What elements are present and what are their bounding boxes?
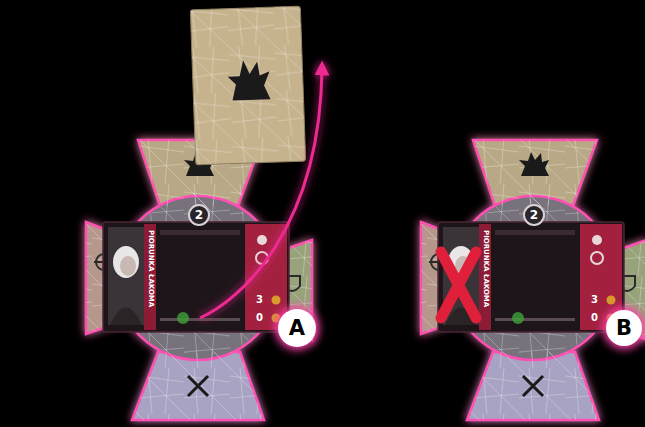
card-title: PIORUNKA ŁAKOMA bbox=[482, 230, 489, 307]
tile-a bbox=[86, 140, 312, 420]
card-title: PIORUNKA ŁAKOMA bbox=[147, 230, 154, 307]
token-number: 2 bbox=[195, 209, 203, 221]
tile-b bbox=[421, 140, 645, 420]
character-card: PIORUNKA ŁAKOMA 3 0 bbox=[438, 222, 624, 332]
callout-letter: A bbox=[278, 309, 316, 347]
token-number: 2 bbox=[530, 209, 538, 221]
move-arrow bbox=[200, 68, 322, 318]
number-token: 2 bbox=[188, 204, 210, 226]
cross-mark bbox=[441, 252, 476, 318]
card-stat: 0 bbox=[591, 313, 598, 323]
callout-letter: A bbox=[289, 318, 305, 339]
callout-letter: B bbox=[616, 318, 632, 339]
character-card: PIORUNKA ŁAKOMA 3 0 bbox=[103, 222, 289, 332]
number-token: 2 bbox=[523, 204, 545, 226]
card-stat: 3 bbox=[591, 295, 598, 305]
card-stat: 3 bbox=[256, 295, 263, 305]
drawn-card bbox=[190, 6, 305, 165]
card-stat: 0 bbox=[256, 313, 263, 323]
callout-letter: B bbox=[606, 310, 642, 346]
